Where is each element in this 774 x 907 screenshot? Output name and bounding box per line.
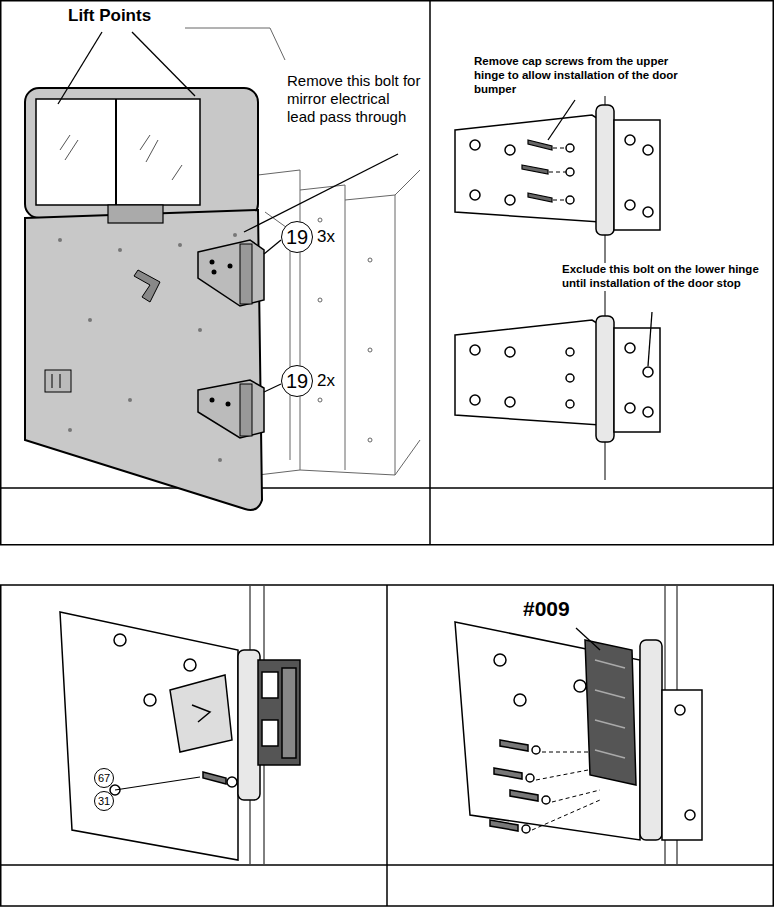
callout-text: 19 [286,227,308,247]
callout-text: 67 [98,773,110,784]
part-number: #009 [523,596,570,621]
callout-text: 19 [286,371,308,391]
instruction-note: Remove this bolt for mirror electrical l… [287,72,422,126]
callout-number: 19 [281,365,313,397]
instruction-note: Remove cap screws from the upper hinge t… [474,55,699,96]
callout-number: 31 [94,791,114,811]
quantity-label: 3x [317,227,335,247]
instruction-note: Exclude this bolt on the lower hinge unt… [562,263,767,291]
callout-number: 67 [94,768,114,788]
callout-text: 31 [98,796,110,807]
lift-points-note: Lift Points [68,6,151,26]
callout-number: 19 [281,221,313,253]
quantity-label: 2x [317,371,335,391]
